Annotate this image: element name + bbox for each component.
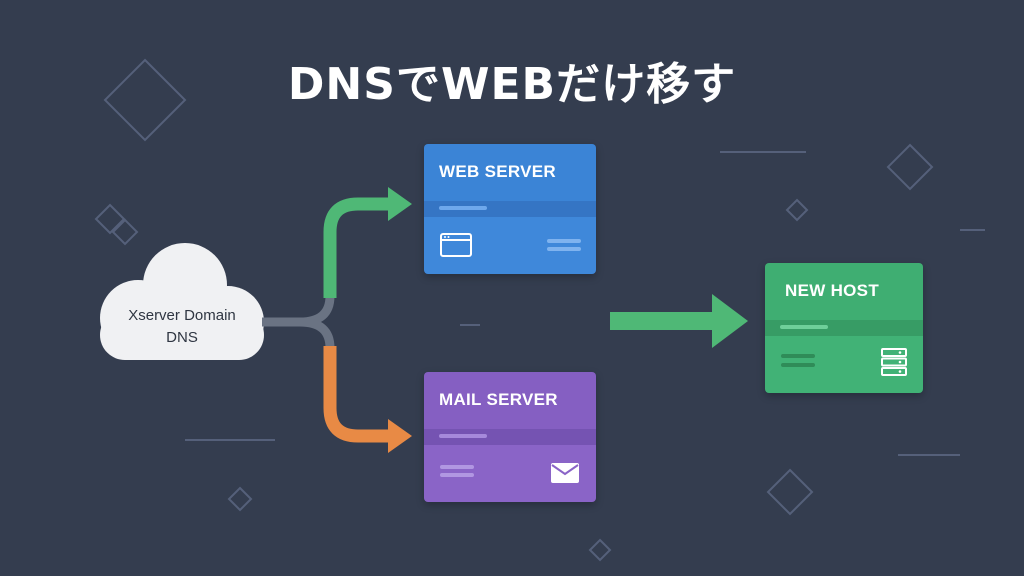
mail-server-card: MAIL SERVER xyxy=(424,372,596,502)
mail-server-strip xyxy=(424,429,596,445)
web-server-strip xyxy=(424,201,596,217)
text-lines-icon xyxy=(547,239,581,251)
decor-diamond xyxy=(111,218,139,246)
dns-label: Xserver Domain DNS xyxy=(100,305,264,349)
page-title: DNSでWEBだけ移す xyxy=(287,59,737,110)
text-lines-icon xyxy=(781,354,815,367)
web-server-title: WEB SERVER xyxy=(424,144,596,201)
new-host-card: NEW HOST xyxy=(765,263,923,393)
dns-label-line2: DNS xyxy=(166,329,198,346)
new-host-title: NEW HOST xyxy=(765,263,923,320)
connector-trunk xyxy=(262,295,335,349)
envelope-icon xyxy=(551,463,579,483)
text-lines-icon xyxy=(440,465,474,477)
decor-diamond xyxy=(103,58,187,142)
dns-label-line1: Xserver Domain xyxy=(128,307,236,324)
mail-server-title: MAIL SERVER xyxy=(424,372,596,429)
arrow-to-new-host xyxy=(610,294,748,348)
decor-diamond xyxy=(785,198,809,222)
new-host-strip xyxy=(765,320,923,336)
mail-server-body xyxy=(424,445,596,502)
arrow-to-mail xyxy=(323,346,412,453)
arrow-to-web xyxy=(323,187,412,298)
decor-diamond xyxy=(588,538,612,562)
decorative-background xyxy=(94,58,985,562)
decor-diamond xyxy=(94,203,126,235)
decor-diamond xyxy=(766,468,814,516)
server-rack-icon xyxy=(881,348,907,376)
dns-cloud xyxy=(100,243,264,360)
browser-window-icon xyxy=(440,233,472,257)
new-host-body xyxy=(765,336,923,393)
decor-diamond xyxy=(227,486,253,512)
web-server-card: WEB SERVER xyxy=(424,144,596,274)
web-server-body xyxy=(424,217,596,274)
decor-diamond xyxy=(886,143,934,191)
